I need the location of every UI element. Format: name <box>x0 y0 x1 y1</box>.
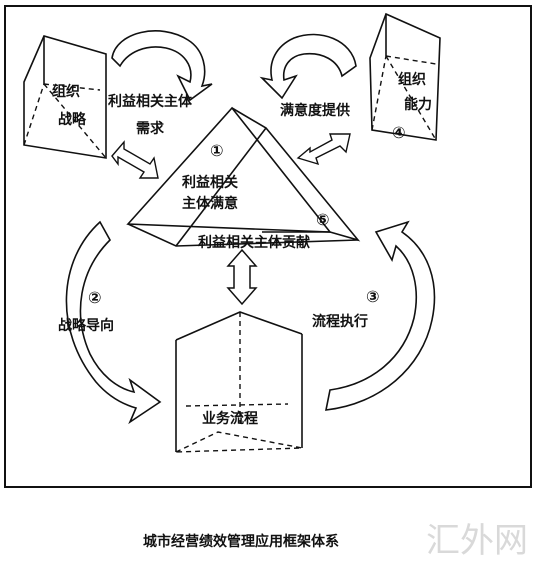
marker-2: ② <box>88 288 102 307</box>
figure-caption: 城市经营绩效管理应用框架体系 <box>143 533 339 550</box>
org-capability-label-1: 组织 <box>398 71 426 88</box>
process-execution-label: 流程执行 <box>312 313 368 330</box>
curved-arrow-left <box>65 220 162 425</box>
org-strategy-label-1: 组织 <box>52 83 80 100</box>
double-arrow-right <box>296 133 351 166</box>
stakeholder-needs-label-1: 利益相关主体 <box>108 93 193 110</box>
diagram-frame <box>4 5 532 488</box>
double-arrow-left <box>111 140 159 179</box>
marker-3: ③ <box>366 287 380 306</box>
org-strategy-prism: 组织 战略 <box>23 35 107 159</box>
marker-1: ① <box>210 141 224 160</box>
org-strategy-label-2: 战略 <box>58 111 87 128</box>
stakeholder-needs-label-2: 需求 <box>136 120 165 137</box>
watermark: 汇外网 <box>426 521 528 561</box>
strategy-orientation-label: 战略导向 <box>58 317 114 334</box>
business-process-label: 业务流程 <box>202 410 258 427</box>
stakeholder-satisfaction-label-2: 主体满意 <box>182 195 238 212</box>
vertical-double-arrow <box>226 248 258 306</box>
stakeholder-contribution-label: 利益相关主体贡献 <box>198 234 310 251</box>
org-capability-label-2: 能力 <box>404 96 432 113</box>
marker-5: ⑤ <box>316 210 330 229</box>
curved-arrow-top-left <box>111 30 213 102</box>
curved-arrow-right <box>325 220 436 411</box>
business-process-prism: 业务流程 <box>175 311 303 453</box>
stakeholder-satisfaction-label-1: 利益相关 <box>182 174 238 191</box>
curved-arrow-top-right <box>259 33 357 100</box>
satisfaction-supply-label: 满意度提供 <box>280 102 350 119</box>
marker-4: ④ <box>392 123 406 142</box>
central-triangle-prism: ① 利益相关 主体满意 ⑤ 利益相关主体贡献 <box>126 106 361 251</box>
org-capability-prism: 组织 能力 ④ <box>369 12 441 142</box>
